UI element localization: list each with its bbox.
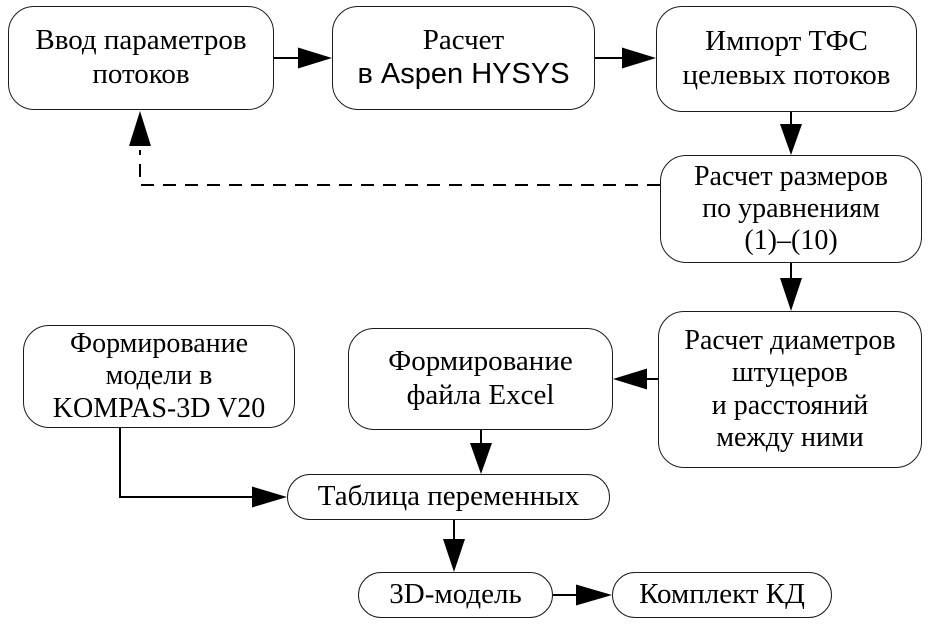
flow-box-input-params: Ввод параметров потоков [8,6,274,110]
flow-box-text: штуцеров [731,357,849,389]
flow-box-calc-dimensions: Расчет размеров по уравнениям (1)–(10) [660,155,922,263]
flow-box-excel-file: Формирование файла Excel [348,328,613,430]
flow-box-text: Ввод параметров [35,24,247,57]
flow-box-text: Расчет [422,24,505,57]
flow-box-kd-set: Комплект КД [612,572,832,618]
arrow-aspen-to-import [595,47,656,69]
flow-box-text: потоков [92,58,190,90]
flow-box-text: (1)–(10) [744,225,838,257]
arrow-3d-to-kd [553,584,612,606]
flow-box-text: по уравнениям [702,192,880,224]
arrow-nozzles-to-excel [613,368,658,390]
arrow-feedback-dashed [129,111,660,186]
flow-box-text: в Aspen HYSYS [357,58,570,90]
flow-box-text: Таблица переменных [317,480,580,513]
arrow-table-to-3d [443,520,465,572]
flow-box-text: KOMPAS-3D V20 [52,392,266,424]
flow-box-aspen-calc: Расчет в Aspen HYSYS [332,6,595,110]
flow-box-calc-nozzles: Расчет диаметров штуцеров и расстояний м… [658,311,922,468]
flow-box-text: Формирование [69,328,249,360]
flow-box-text: и расстояний [711,389,869,421]
arrow-input-to-aspen [274,47,332,69]
flow-box-text: модели в [105,360,213,392]
flow-box-text: файла Excel [406,379,555,411]
flow-box-3d-model: 3D-модель [358,572,553,618]
flow-box-text: между ними [716,421,864,453]
flow-box-text: Расчет размеров [693,160,889,192]
flow-box-text: Комплект КД [639,578,805,611]
flow-box-text: Импорт ТФС [705,25,868,58]
arrow-dimensions-to-nozzles [780,263,802,311]
flow-box-text: целевых потоков [682,59,891,91]
flow-box-kompas-model: Формирование модели в KOMPAS-3D V20 [23,325,295,428]
flow-box-import-tfs: Импорт ТФС целевых потоков [656,6,917,112]
flow-box-text: Расчет диаметров [684,325,896,357]
flow-box-variables-table: Таблица переменных [287,474,610,520]
flow-box-text: 3D-модель [389,578,522,611]
arrow-kompas-to-table [119,428,287,508]
arrow-import-to-dimensions [780,112,802,155]
flow-box-text: Формирование [388,345,573,378]
arrow-excel-to-table [470,430,492,474]
